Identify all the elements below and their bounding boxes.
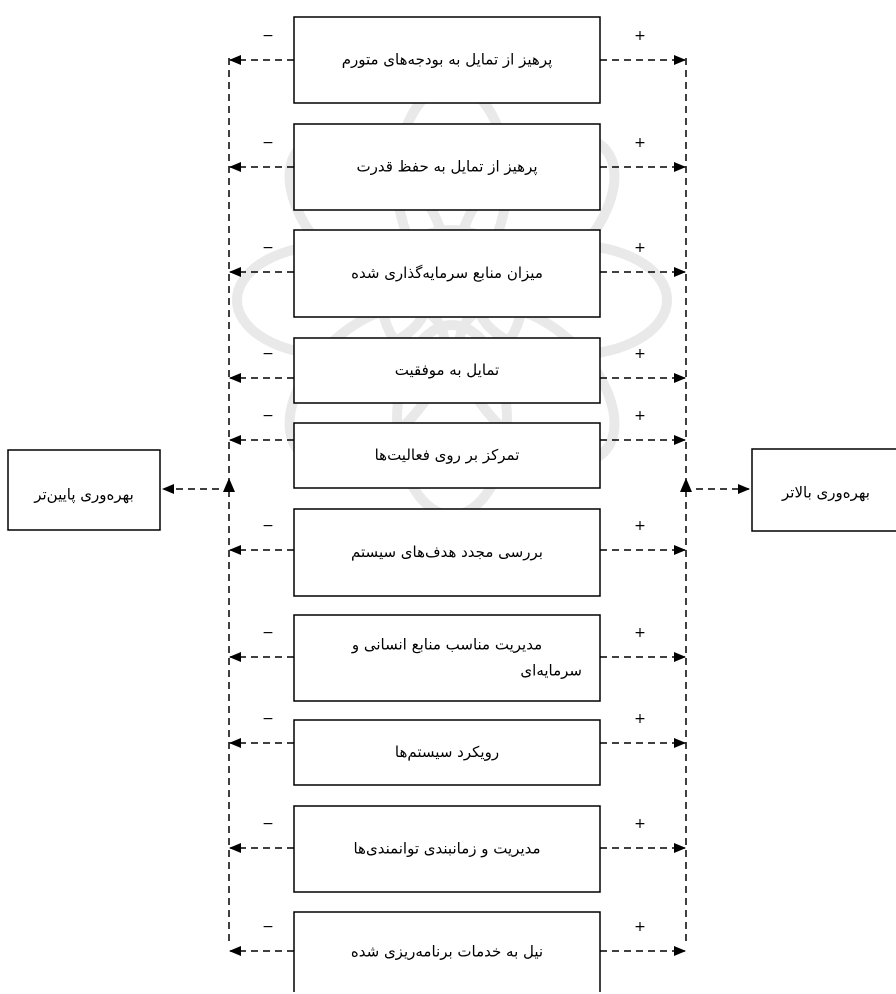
higher-productivity-box: [751, 448, 896, 532]
positive-sign: +: [634, 135, 646, 151]
factor-label: مدیریت و زمانبندی توانمندی‌ها: [353, 840, 540, 858]
right-bus-arrowhead: [680, 478, 692, 492]
positive-sign: +: [634, 346, 646, 362]
factor-label: مدیریت مناسب منابع انسانی و: [351, 636, 542, 654]
factor-box: [293, 123, 601, 211]
factor-box: [293, 16, 601, 104]
lower-productivity-box: [7, 449, 161, 531]
negative-sign: −: [262, 625, 274, 641]
lower-productivity-node: بهره‌وری پایین‌تر: [7, 449, 161, 531]
factor-box: [293, 229, 601, 318]
factor-row: بررسی مجدد هدف‌های سیستم − +: [229, 508, 686, 597]
factor-box: [293, 508, 601, 597]
negative-sign: −: [262, 135, 274, 151]
factor-label: میزان منابع سرمایه‌گذاری شده: [351, 264, 543, 282]
negative-sign: −: [262, 346, 274, 362]
factor-row: میزان منابع سرمایه‌گذاری شده − +: [229, 229, 686, 318]
factor-box: [293, 719, 601, 786]
positive-sign: +: [634, 240, 646, 256]
negative-sign: −: [262, 816, 274, 832]
negative-sign: −: [262, 240, 274, 256]
factor-label: تمرکز بر روی فعالیت‌ها: [375, 446, 520, 464]
factor-box: [293, 911, 601, 992]
factor-row: مدیریت و زمانبندی توانمندی‌ها − +: [229, 805, 686, 893]
positive-sign: +: [634, 816, 646, 832]
factor-box: [293, 614, 601, 702]
factor-label: سرمایه‌ای: [520, 662, 582, 680]
positive-sign: +: [634, 28, 646, 44]
factor-row: نیل به خدمات برنامه‌ریزی شده − +: [229, 911, 686, 992]
factor-row: تمایل به موفقیت − +: [229, 337, 686, 404]
factor-row: پرهیز از تمایل به بودجه‌های متورم − +: [229, 16, 686, 104]
lower-productivity-label: بهره‌وری پایین‌تر: [33, 486, 134, 505]
negative-sign: −: [262, 28, 274, 44]
positive-sign: +: [634, 518, 646, 534]
factor-row: مدیریت مناسب منابع انسانی و سرمایه‌ای − +: [229, 614, 686, 702]
negative-sign: −: [262, 408, 274, 424]
negative-sign: −: [262, 711, 274, 727]
factor-label: بررسی مجدد هدف‌های سیستم: [351, 543, 543, 561]
factor-row: تمرکز بر روی فعالیت‌ها − +: [229, 408, 686, 489]
positive-sign: +: [634, 711, 646, 727]
factor-row: پرهیز از تمایل به حفظ قدرت − +: [229, 123, 686, 211]
positive-sign: +: [634, 625, 646, 641]
higher-productivity-label: بهره‌وری بالاتر: [781, 484, 870, 502]
factor-label: رویکرد سیستم‌ها: [395, 743, 499, 761]
factor-label: پرهیز از تمایل به حفظ قدرت: [356, 158, 537, 177]
higher-productivity-node: بهره‌وری بالاتر: [751, 448, 896, 532]
factor-rows: پرهیز از تمایل به بودجه‌های متورم−+پرهیز…: [229, 16, 686, 992]
positive-sign: +: [634, 408, 646, 424]
factor-box: [293, 337, 601, 404]
factor-row: رویکرد سیستم‌ها − +: [229, 711, 686, 786]
factor-label: تمایل به موفقیت: [395, 361, 500, 379]
factor-label: پرهیز از تمایل به بودجه‌های متورم: [342, 51, 553, 70]
factor-box: [293, 422, 601, 489]
factor-label: نیل به خدمات برنامه‌ریزی شده: [351, 943, 543, 961]
negative-sign: −: [262, 518, 274, 534]
factor-box: [293, 805, 601, 893]
left-bus-arrowhead: [223, 478, 235, 492]
positive-sign: +: [634, 919, 646, 935]
negative-sign: −: [262, 919, 274, 935]
